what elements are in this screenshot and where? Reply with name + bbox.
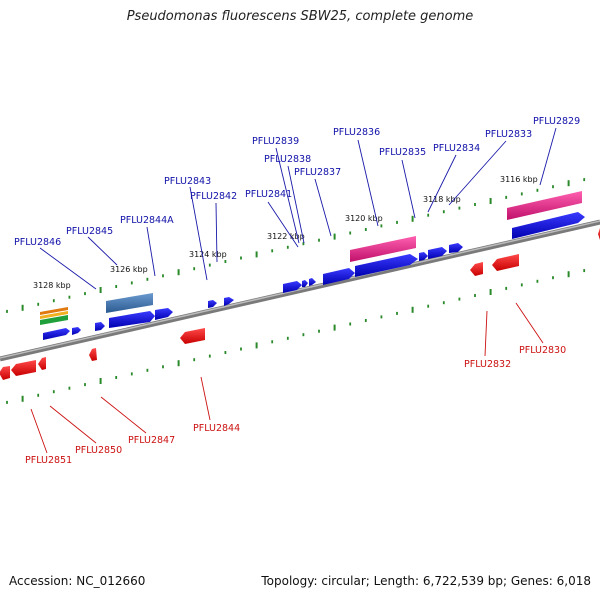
scale-label: 3124 kbp [189,250,227,259]
gene-label-pflu2842[interactable]: PFLU2842 [190,191,237,202]
gene-forward[interactable] [224,297,234,306]
gene-forward[interactable] [43,328,70,340]
gene-label-pflu2850[interactable]: PFLU2850 [75,445,122,456]
forward-gene-labels [39,127,557,290]
gene-reverse[interactable] [0,366,10,380]
gene-forward[interactable] [512,212,585,239]
gene-label-pflu2832[interactable]: PFLU2832 [464,359,511,370]
reverse-gene-labels [30,302,544,454]
gene-label-pflu2845[interactable]: PFLU2845 [66,226,113,237]
gene-label-pflu2844a[interactable]: PFLU2844A [120,215,174,226]
gene-label-pflu2841[interactable]: PFLU2841 [245,189,292,200]
gene-label-pflu2829[interactable]: PFLU2829 [533,116,580,127]
gene-forward[interactable] [72,327,81,335]
gene-label-pflu2844[interactable]: PFLU2844 [193,423,240,434]
gene-reverse[interactable] [11,360,36,376]
gene-forward[interactable] [309,278,316,286]
scale-label: 3118 kbp [423,195,461,204]
scale-label: 3128 kbp [33,281,71,290]
gene-label-pflu2839[interactable]: PFLU2839 [252,136,299,147]
gene-label-pflu2843[interactable]: PFLU2843 [164,176,211,187]
scale-label: 3126 kbp [110,265,148,274]
gene-forward[interactable] [283,281,302,293]
gene-label-pflu2851[interactable]: PFLU2851 [25,455,72,466]
gene-pink-2836[interactable] [350,236,416,262]
gene-label-pflu2837[interactable]: PFLU2837 [294,167,341,178]
scale-label: 3122 kbp [267,232,305,241]
gene-forward[interactable] [95,322,105,331]
gene-label-pflu2836[interactable]: PFLU2836 [333,127,380,138]
accession-text: Accession: NC_012660 [9,574,146,588]
scale-label: 3116 kbp [500,175,538,184]
gene-reverse[interactable] [180,328,205,344]
gene-reverse[interactable] [470,262,483,276]
gene-stack-multicolor[interactable] [40,307,68,325]
gene-forward[interactable] [109,311,155,328]
gene-forward[interactable] [302,280,308,287]
gene-label-pflu2833[interactable]: PFLU2833 [485,129,532,140]
gene-forward[interactable] [449,243,463,253]
gene-reverse[interactable] [492,254,519,271]
gene-forward[interactable] [419,252,428,261]
gene-label-pflu2835[interactable]: PFLU2835 [379,147,426,158]
gene-forward[interactable] [155,308,173,320]
gene-forward[interactable] [208,300,217,308]
gene-forward[interactable] [323,268,355,285]
gene-label-pflu2838[interactable]: PFLU2838 [264,154,311,165]
scale-label: 3120 kbp [345,214,383,223]
genome-backbone [0,219,600,362]
gene-label-pflu2830[interactable]: PFLU2830 [519,345,566,356]
gene-forward[interactable] [355,254,418,277]
gene-steel[interactable] [106,293,153,313]
gene-label-pflu2847[interactable]: PFLU2847 [128,435,175,446]
gene-forward[interactable] [428,247,447,259]
genome-summary-text: Topology: circular; Length: 6,722,539 bp… [261,574,591,588]
gene-reverse[interactable] [89,348,97,361]
gene-label-pflu2834[interactable]: PFLU2834 [433,143,480,154]
gene-pink-2829[interactable] [507,191,582,220]
gene-reverse[interactable] [38,357,46,370]
map-title: Pseudomonas fluorescens SBW25, complete … [126,9,474,24]
gene-label-pflu2846[interactable]: PFLU2846 [14,237,61,248]
scale-ticks [6,178,586,404]
